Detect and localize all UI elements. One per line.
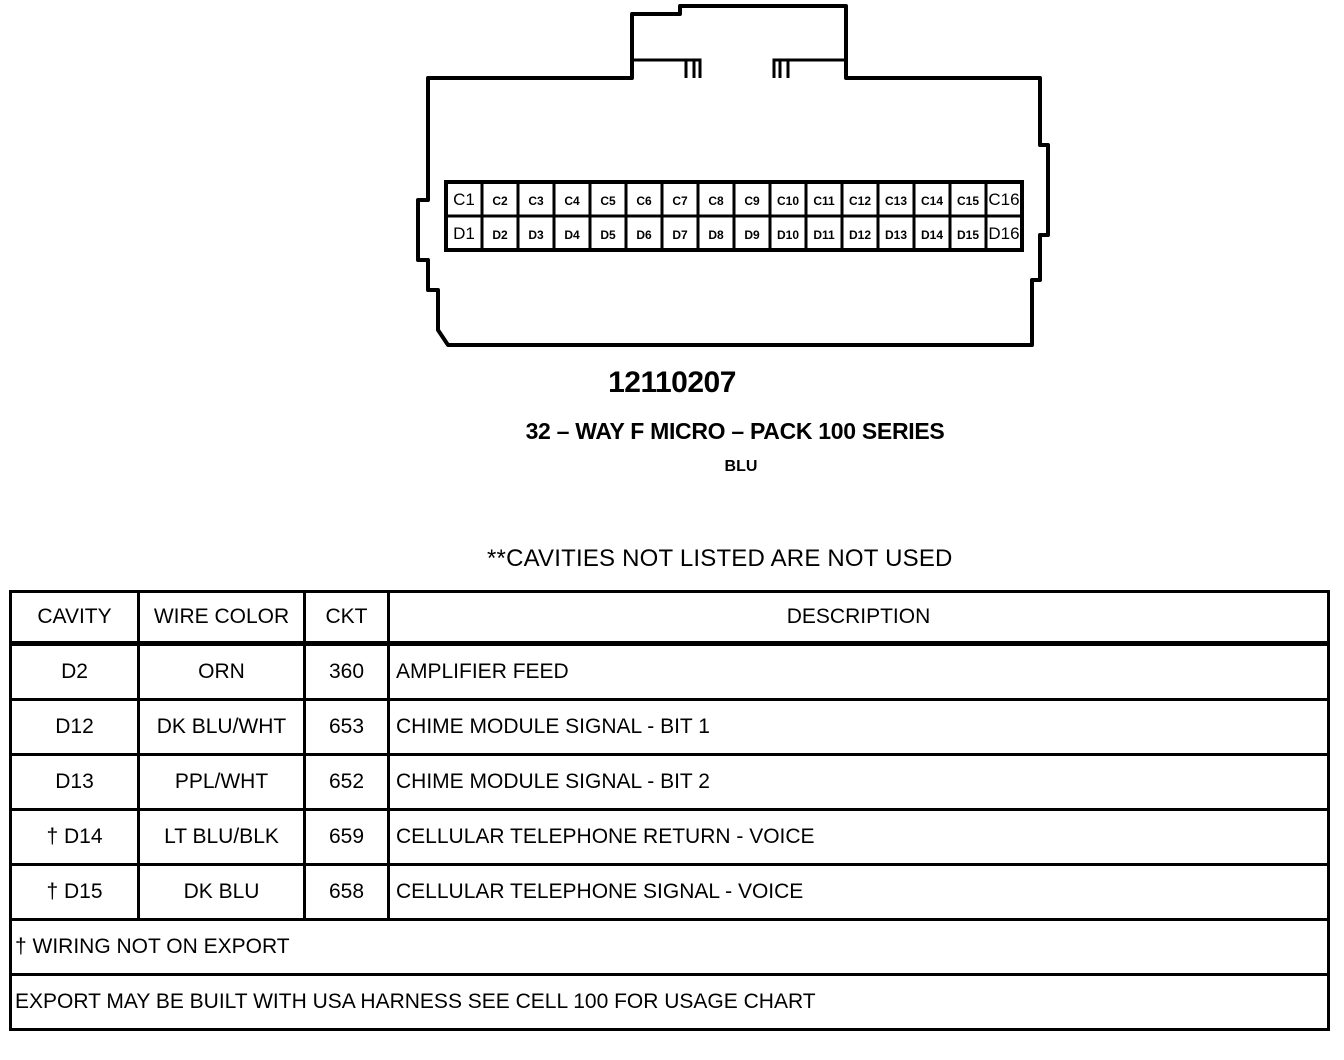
table-header-row: CAVITY WIRE COLOR CKT DESCRIPTION bbox=[9, 590, 1330, 645]
cell-wire-color: PPL/WHT bbox=[137, 753, 306, 811]
cavity-label-c14: C14 bbox=[921, 194, 943, 208]
cell-description: CHIME MODULE SIGNAL - BIT 2 bbox=[387, 753, 1330, 811]
cell-ckt: 653 bbox=[303, 698, 390, 756]
cavity-label-d13: D13 bbox=[885, 228, 907, 242]
footnote-export-wiring: † WIRING NOT ON EXPORT bbox=[9, 918, 1330, 976]
cavity-label-d3: D3 bbox=[528, 228, 544, 242]
cavity-label-c3: C3 bbox=[528, 194, 544, 208]
cavity-label-c1: C1 bbox=[453, 190, 475, 209]
cavity-label-c13: C13 bbox=[885, 194, 907, 208]
cavity-label-d14: D14 bbox=[921, 228, 943, 242]
cavity-label-d4: D4 bbox=[564, 228, 580, 242]
cell-wire-color: DK BLU bbox=[137, 863, 306, 921]
cavity-label-c7: C7 bbox=[672, 194, 688, 208]
footnote-row: † WIRING NOT ON EXPORT bbox=[9, 918, 1330, 976]
cavity-label-d11: D11 bbox=[813, 228, 835, 242]
cell-cavity: D13 bbox=[9, 753, 140, 811]
table-row: D2 ORN 360 AMPLIFIER FEED bbox=[9, 642, 1330, 701]
cell-description: CHIME MODULE SIGNAL - BIT 1 bbox=[387, 698, 1330, 756]
header-wire-color: WIRE COLOR bbox=[137, 590, 306, 645]
cavity-label-d5: D5 bbox=[600, 228, 616, 242]
cavity-label-d15: D15 bbox=[957, 228, 979, 242]
connector-part-number: 12110207 bbox=[608, 366, 736, 399]
cell-ckt: 652 bbox=[303, 753, 390, 811]
header-cavity: CAVITY bbox=[9, 590, 140, 645]
cavity-label-c9: C9 bbox=[744, 194, 760, 208]
cavity-label-c10: C10 bbox=[777, 194, 799, 208]
cavity-label-c4: C4 bbox=[564, 194, 580, 208]
cavity-label-d9: D9 bbox=[744, 228, 760, 242]
cell-wire-color: ORN bbox=[137, 642, 306, 701]
cavity-label-d1: D1 bbox=[453, 224, 475, 243]
table-row: D13 PPL/WHT 652 CHIME MODULE SIGNAL - BI… bbox=[9, 753, 1330, 811]
cell-cavity: † D14 bbox=[9, 808, 140, 866]
cavity-label-d10: D10 bbox=[777, 228, 799, 242]
cell-cavity: D2 bbox=[9, 642, 140, 701]
cavity-label-c2: C2 bbox=[492, 194, 508, 208]
cell-ckt: 659 bbox=[303, 808, 390, 866]
cavity-label-c11: C11 bbox=[813, 194, 835, 208]
cavity-label-c8: C8 bbox=[708, 194, 724, 208]
connector-name: 32 – WAY F MICRO – PACK 100 SERIES bbox=[525, 418, 945, 444]
connector-color: BLU bbox=[724, 458, 758, 475]
cavity-label-c6: C6 bbox=[636, 194, 652, 208]
cavity-label-d7: D7 bbox=[672, 228, 688, 242]
connector-diagram: C1 C2 C3 C4 C5 C6 C7 C8 C9 C10 C11 C12 C13 C14 C15 C16D… bbox=[416, 4, 1050, 347]
header-description: DESCRIPTION bbox=[387, 590, 1330, 645]
table-row: † D14 LT BLU/BLK 659 CELLULAR TELEPHONE … bbox=[9, 808, 1330, 866]
table-row: † D15 DK BLU 658 CELLULAR TELEPHONE SIGN… bbox=[9, 863, 1330, 921]
cell-wire-color: DK BLU/WHT bbox=[137, 698, 306, 756]
footnote-export-harness: EXPORT MAY BE BUILT WITH USA HARNESS SEE… bbox=[9, 973, 1330, 1031]
header-ckt: CKT bbox=[303, 590, 390, 645]
cavity-table: CAVITY WIRE COLOR CKT DESCRIPTION D2 ORN… bbox=[9, 590, 1330, 1031]
cavity-label-d2: D2 bbox=[492, 228, 508, 242]
unused-cavities-note: **CAVITIES NOT LISTED ARE NOT USED bbox=[487, 545, 953, 572]
connector-housing bbox=[416, 4, 1050, 347]
cell-wire-color: LT BLU/BLK bbox=[137, 808, 306, 866]
cavity-label-d12: D12 bbox=[849, 228, 871, 242]
cavity-label-c16: C16 bbox=[988, 190, 1019, 209]
table-row: D12 DK BLU/WHT 653 CHIME MODULE SIGNAL -… bbox=[9, 698, 1330, 756]
cavity-label-c12: C12 bbox=[849, 194, 871, 208]
latch-right bbox=[772, 58, 846, 78]
cell-description: CELLULAR TELEPHONE SIGNAL - VOICE bbox=[387, 863, 1330, 921]
cavity-label-c5: C5 bbox=[600, 194, 616, 208]
cell-cavity: D12 bbox=[9, 698, 140, 756]
cell-cavity: † D15 bbox=[9, 863, 140, 921]
cavity-label-c15: C15 bbox=[957, 194, 979, 208]
cell-ckt: 658 bbox=[303, 863, 390, 921]
latch-left bbox=[632, 58, 702, 78]
cell-description: CELLULAR TELEPHONE RETURN - VOICE bbox=[387, 808, 1330, 866]
cavity-label-d8: D8 bbox=[708, 228, 724, 242]
cell-ckt: 360 bbox=[303, 642, 390, 701]
cavity-label-d16: D16 bbox=[988, 224, 1019, 243]
footnote-row: EXPORT MAY BE BUILT WITH USA HARNESS SEE… bbox=[9, 973, 1330, 1031]
cell-description: AMPLIFIER FEED bbox=[387, 642, 1330, 701]
cavity-label-d6: D6 bbox=[636, 228, 652, 242]
